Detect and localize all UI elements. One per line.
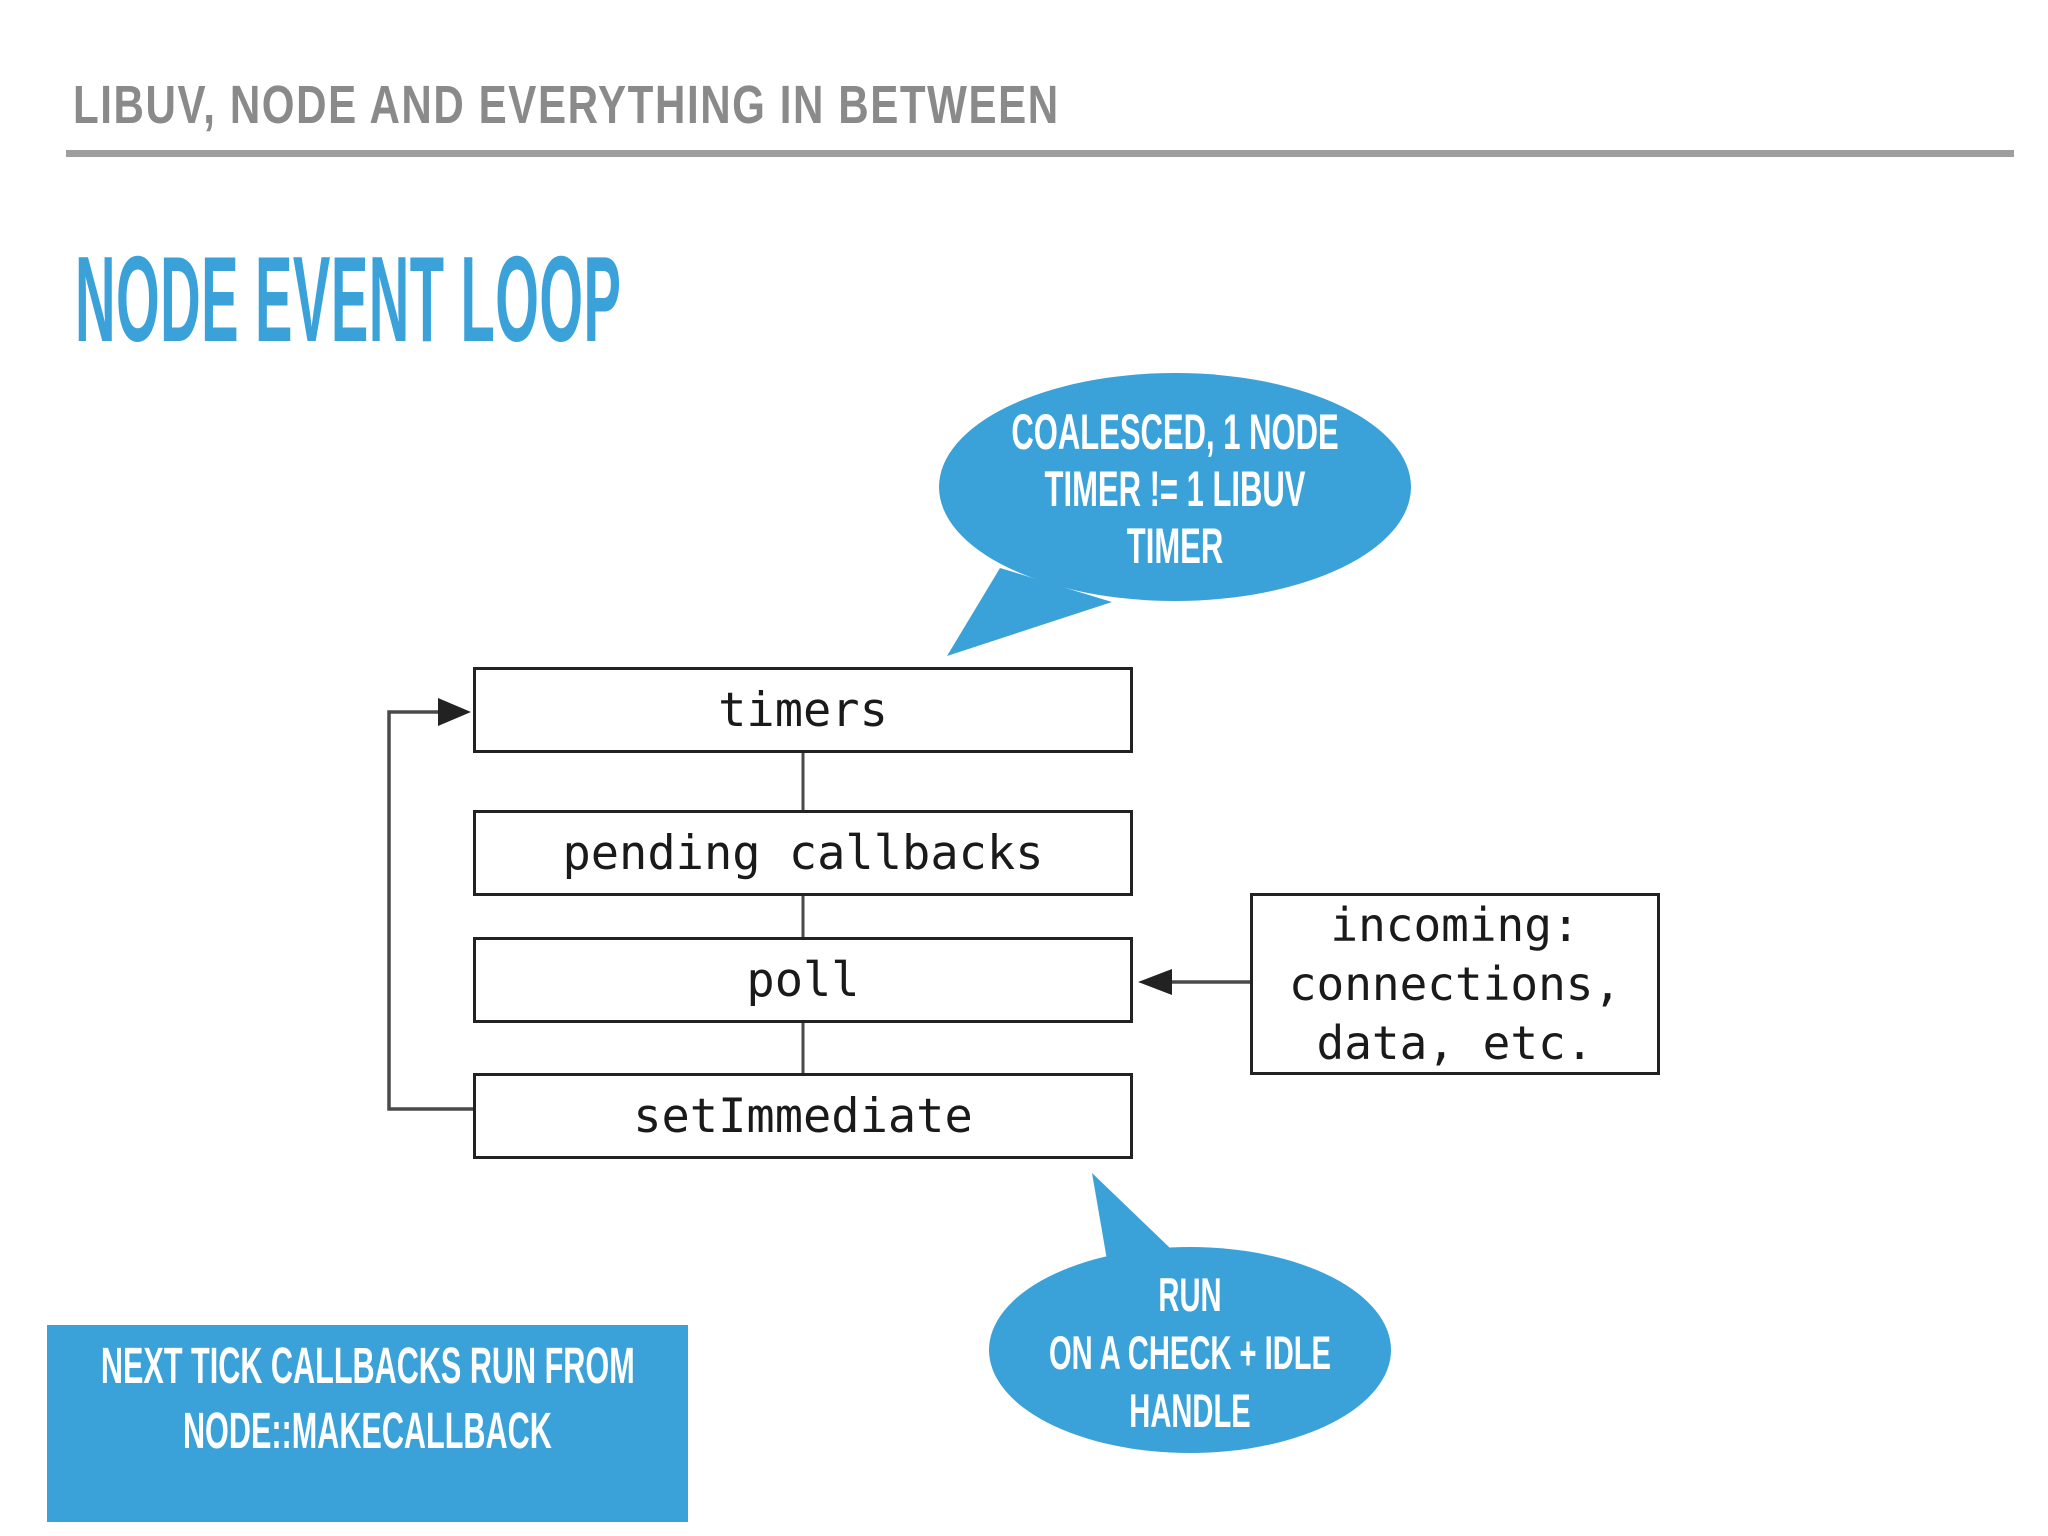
timer-bubble-text: COALESCED, 1 NODE TIMER != 1 LIBUV TIMER <box>989 404 1361 575</box>
loop-line <box>387 710 473 1111</box>
timer-bubble-tail <box>947 568 1112 656</box>
check-bubble-line: HANDLE <box>1129 1384 1251 1437</box>
flow-box-label: setImmediate <box>633 1088 973 1144</box>
flow-box-poll: poll <box>473 937 1133 1023</box>
incoming-line: connections, <box>1288 956 1622 1011</box>
next-tick-note-line: NEXT TICK CALLBACKS RUN FROM <box>100 1336 635 1394</box>
incoming-box: incoming: connections, data, etc. <box>1250 893 1660 1075</box>
loop-arrowhead-right-icon <box>438 698 471 726</box>
flow-box-setimmediate: setImmediate <box>473 1073 1133 1159</box>
incoming-arrowhead-left-icon <box>1138 969 1172 995</box>
check-bubble-tail <box>1092 1173 1170 1260</box>
timer-bubble-line: TIMER != 1 LIBUV <box>1044 461 1306 517</box>
next-tick-note-line: NODE::MAKECALLBACK <box>183 1401 552 1459</box>
next-tick-note: NEXT TICK CALLBACKS RUN FROM NODE::MAKEC… <box>47 1325 688 1522</box>
check-bubble-line: RUN <box>1158 1268 1222 1321</box>
check-bubble-ellipse <box>989 1247 1391 1453</box>
header-rule <box>66 150 2014 157</box>
timer-bubble-line: COALESCED, 1 NODE <box>1011 404 1339 460</box>
check-bubble-line: ON A CHECK + IDLE <box>1049 1326 1331 1379</box>
timer-bubble-ellipse <box>939 373 1411 601</box>
check-bubble-text: RUN ON A CHECK + IDLE HANDLE <box>1004 1266 1376 1440</box>
incoming-line: incoming: <box>1330 897 1580 952</box>
slide-header: LIBUV, NODE AND EVERYTHING IN BETWEEN <box>73 75 1060 135</box>
slide-title: NODE EVENT LOOP <box>75 231 622 367</box>
flow-box-pending-callbacks: pending callbacks <box>473 810 1133 896</box>
flow-box-label: timers <box>718 682 888 738</box>
flow-box-label: pending callbacks <box>562 825 1044 881</box>
flow-box-timers: timers <box>473 667 1133 753</box>
flow-box-label: poll <box>746 952 860 1008</box>
incoming-line: data, etc. <box>1316 1015 1594 1070</box>
timer-bubble-line: TIMER <box>1126 518 1224 574</box>
